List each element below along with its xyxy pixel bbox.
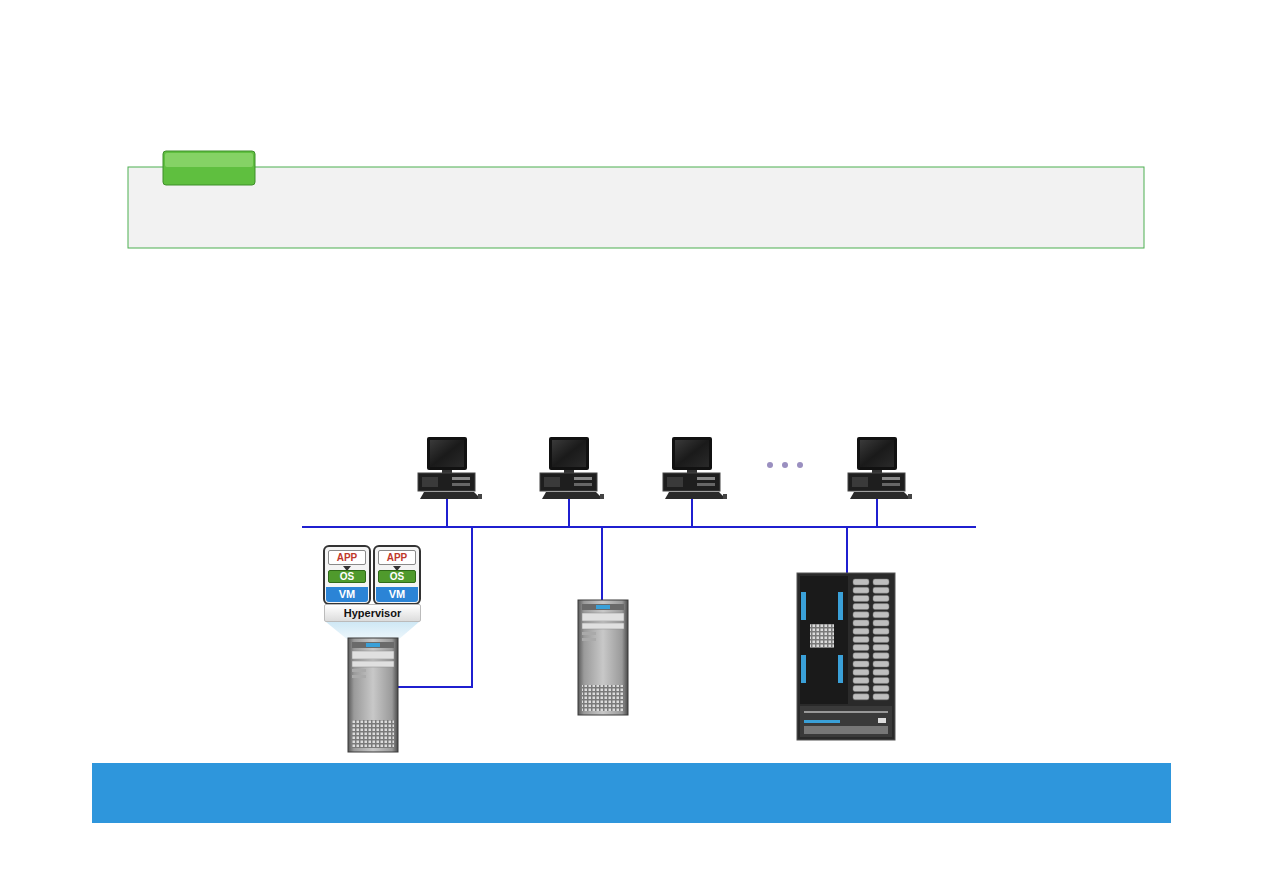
- storage-array: [797, 573, 895, 740]
- app-box: APP: [328, 550, 366, 565]
- workstation: [418, 437, 482, 499]
- os-box: OS: [378, 570, 416, 583]
- server-tower: [578, 600, 628, 715]
- vm-icon: VM APP OS: [324, 546, 370, 604]
- hypervisor-bar: Hypervisor: [324, 604, 421, 622]
- vm-icon: VM APP OS: [374, 546, 420, 604]
- vm-label: VM: [326, 587, 368, 602]
- workstation: [848, 437, 912, 499]
- os-box: OS: [328, 570, 366, 583]
- workstation: [540, 437, 604, 499]
- workstation: [663, 437, 727, 499]
- app-box-label: APP: [329, 551, 365, 564]
- ellipsis-dots: [767, 462, 803, 468]
- network-wires: [302, 498, 976, 687]
- hypervisor-beam: [326, 622, 419, 640]
- os-box-label: OS: [329, 571, 365, 582]
- os-box-label: OS: [379, 571, 415, 582]
- app-box: APP: [378, 550, 416, 565]
- vm-label: VM: [376, 587, 418, 602]
- footer-bar: [92, 763, 1171, 823]
- server-tower: [348, 638, 398, 752]
- hypervisor-bar-label: Hypervisor: [325, 605, 420, 621]
- tag-shine: [165, 153, 253, 167]
- app-box-label: APP: [379, 551, 415, 564]
- note-panel: [128, 167, 1144, 248]
- vm-icon-frames: [324, 546, 420, 604]
- workstations: [418, 437, 912, 499]
- note-tag: [163, 151, 255, 185]
